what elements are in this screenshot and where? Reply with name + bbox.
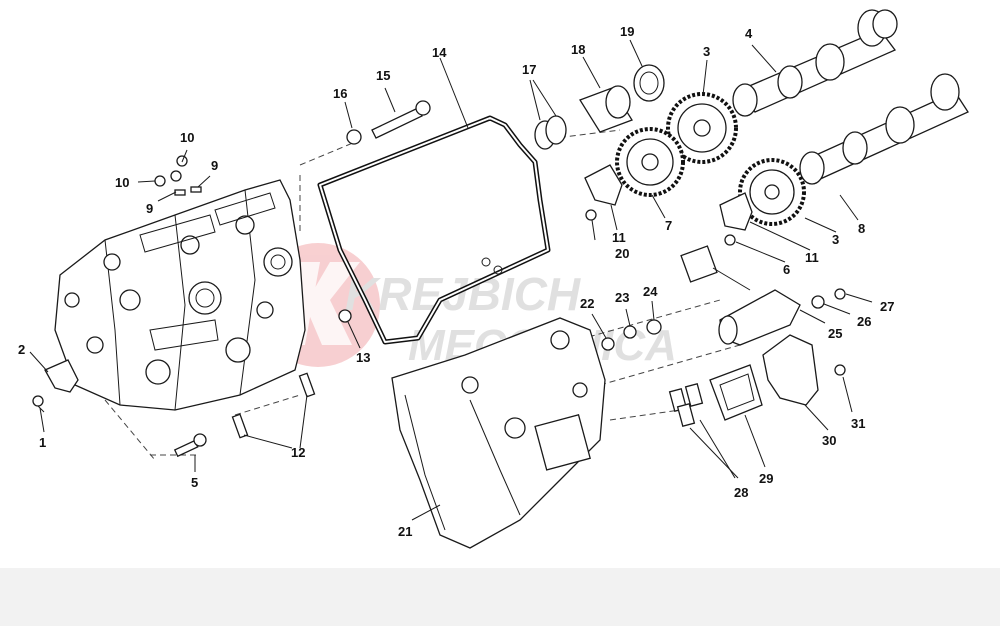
part-4-camshaft (732, 9, 898, 117)
callout-26: 26 (857, 314, 871, 329)
callout-20: 20 (615, 246, 629, 261)
part-15-bolt (371, 100, 431, 139)
part-8-camshaft (799, 73, 969, 185)
bottom-band (0, 568, 1000, 626)
part-13-plug (338, 309, 352, 323)
callout-2: 2 (18, 342, 25, 357)
callout-22: 22 (580, 296, 594, 311)
callout-9-right: 9 (211, 158, 218, 173)
callout-16: 16 (333, 86, 347, 101)
callout-29: 29 (759, 471, 773, 486)
callout-25: 25 (828, 326, 842, 341)
callout-31: 31 (851, 416, 865, 431)
callout-15: 15 (376, 68, 390, 83)
part-11-plate-b (719, 192, 753, 231)
watermark-line1: KREJBICH (345, 268, 581, 320)
part-26-washer (811, 295, 825, 309)
part-3-gear-upper (666, 92, 738, 164)
part-7-gear (615, 127, 685, 197)
callout-3-lower: 3 (832, 232, 839, 247)
callout-24: 24 (643, 284, 658, 299)
callout-3-upper: 3 (703, 44, 710, 59)
part-2-bracket (44, 359, 79, 393)
part-17-rings (534, 115, 567, 150)
callout-17: 17 (522, 62, 536, 77)
part-3-gear-lower (738, 158, 806, 226)
part-12-dowel-a (231, 413, 249, 439)
callout-18: 18 (571, 42, 585, 57)
part-11-plate-a (584, 164, 623, 206)
callout-23: 23 (615, 290, 629, 305)
assembly-lines (104, 129, 741, 461)
part-12-dowel-b (298, 372, 316, 398)
part-28-pins (668, 382, 704, 428)
part-22-washer (601, 337, 615, 351)
callout-10-top: 10 (180, 130, 194, 145)
part-23-washer (623, 325, 637, 339)
callout-1: 1 (39, 435, 46, 450)
callout-10-left: 10 (115, 175, 129, 190)
part-5-bolt (173, 433, 207, 458)
callout-5: 5 (191, 475, 198, 490)
watermark-logo: KREJBICH MECCANICA (256, 243, 677, 370)
callout-27: 27 (880, 299, 894, 314)
part-1-bolt (32, 395, 45, 413)
part-29-filter (709, 364, 763, 421)
callout-8: 8 (858, 221, 865, 236)
part-27-bolt (834, 288, 846, 300)
callout-13: 13 (356, 350, 370, 365)
part-16-washer (346, 129, 362, 145)
part-24-nut (646, 319, 662, 335)
part-18-sleeve (579, 85, 633, 133)
callout-4: 4 (745, 26, 753, 41)
part-14-gasket (317, 115, 551, 345)
part-31-bolt (834, 364, 846, 376)
callout-14: 14 (432, 45, 447, 60)
callout-12: 12 (291, 445, 305, 460)
callout-6: 6 (783, 262, 790, 277)
callout-labels: 1 2 3 3 4 5 6 7 8 9 9 10 10 11 11 12 13 … (18, 24, 894, 539)
callout-9-left: 9 (146, 201, 153, 216)
part-19-seal (633, 64, 665, 102)
callout-7: 7 (665, 218, 672, 233)
part-6-bolt (724, 234, 736, 246)
callout-28: 28 (734, 485, 748, 500)
callout-21: 21 (398, 524, 412, 539)
part-25-sensor (680, 245, 801, 346)
part-20-bolt (585, 209, 597, 221)
part-21-head-cover (391, 317, 606, 549)
callout-11-left: 11 (612, 230, 626, 245)
callout-19: 19 (620, 24, 634, 39)
callout-30: 30 (822, 433, 836, 448)
parts-9-10-screws (154, 155, 202, 196)
leader-lines (29, 39, 873, 521)
part-30-cover (762, 334, 819, 406)
callout-11-right: 11 (805, 250, 819, 265)
cylinder-head (54, 179, 306, 411)
